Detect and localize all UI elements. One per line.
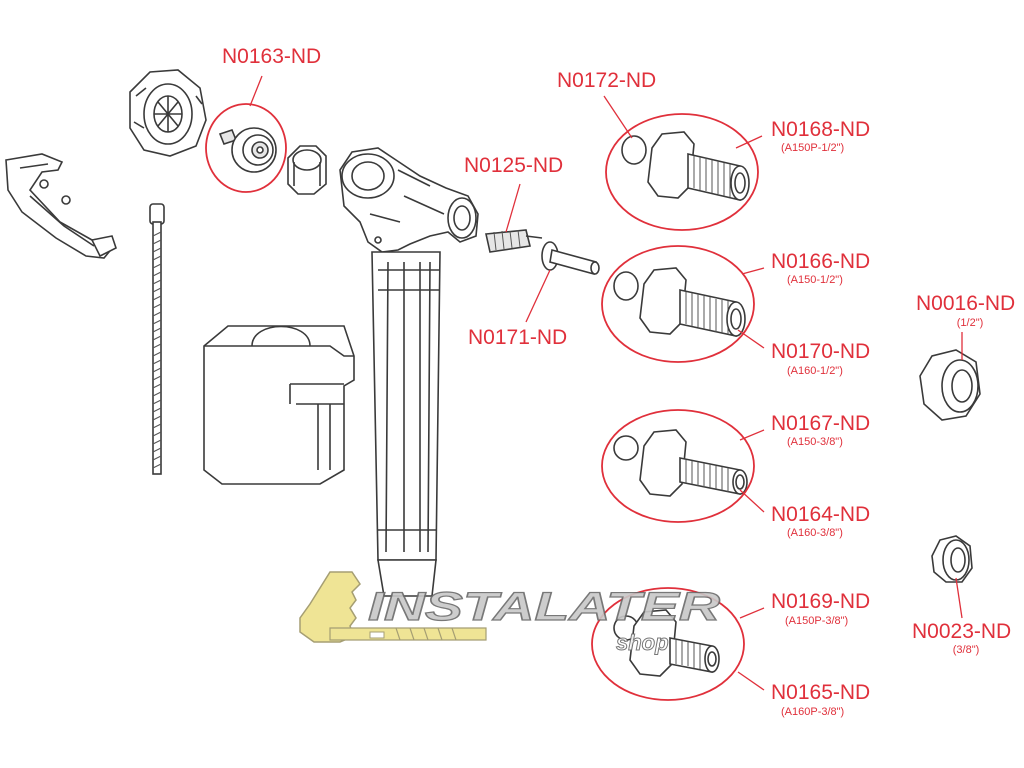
label-n0167: N0167-ND <box>771 412 871 435</box>
sublabel-n0023: (3/8") <box>952 644 980 656</box>
leader-n0168 <box>735 135 763 149</box>
leader-n0172 <box>603 95 633 139</box>
top-cap <box>129 69 207 157</box>
sublabel-n0164: (A160-3/8") <box>787 527 843 539</box>
label-n0168: N0168-ND <box>771 118 871 141</box>
leader-n0170 <box>737 329 765 349</box>
label-n0165: N0165-ND <box>771 681 871 704</box>
fitting-n0166 <box>613 267 746 337</box>
locking-nut <box>287 145 327 195</box>
watermark-brand: INSTALATER <box>368 585 720 629</box>
leader-n0164 <box>739 489 765 513</box>
leader-n0171 <box>525 269 551 323</box>
leader-n0023 <box>955 577 963 619</box>
sublabel-n0016: (1/2") <box>956 317 984 329</box>
riser-tube <box>371 251 441 597</box>
label-n0125: N0125-ND <box>464 154 564 177</box>
callout-n0163 <box>205 103 287 193</box>
fitting-n0167 <box>613 429 748 497</box>
leader-n0167 <box>739 429 765 441</box>
float-box <box>203 325 355 485</box>
callout-n0169 <box>591 587 745 701</box>
sublabel-n0167: (A150-3/8") <box>787 436 843 448</box>
leader-n0169 <box>739 607 765 619</box>
callout-n0168 <box>605 113 759 231</box>
pin-part <box>541 241 600 276</box>
label-n0023: N0023-ND <box>912 620 1012 643</box>
fitting-n0169 <box>613 609 720 677</box>
sublabel-n0166: (A150-1/2") <box>787 274 843 286</box>
float-arm <box>5 153 117 259</box>
nut-n0023 <box>931 535 973 583</box>
label-n0171: N0171-ND <box>468 326 568 349</box>
label-n0170: N0170-ND <box>771 340 871 363</box>
label-n0016: N0016-ND <box>916 292 1016 315</box>
watermark-logo: INSTALATER shop <box>299 571 721 656</box>
sublabel-n0169: (A150P-3/8") <box>785 615 849 627</box>
sublabel-n0170: (A160-1/2") <box>787 365 843 377</box>
leader-n0165 <box>737 671 765 691</box>
callout-n0166 <box>601 245 755 363</box>
nut-n0016 <box>919 349 981 421</box>
watermark-tagline: shop <box>616 630 669 655</box>
label-n0163: N0163-ND <box>222 45 322 68</box>
leader-n0163 <box>249 75 263 107</box>
threaded-rod <box>149 203 165 475</box>
sublabel-n0165: (A160P-3/8") <box>781 706 845 718</box>
callout-n0167 <box>601 409 755 523</box>
valve-body <box>339 147 479 253</box>
fitting-n0168 <box>621 131 750 202</box>
label-n0172: N0172-ND <box>557 69 657 92</box>
filter-part <box>485 229 543 253</box>
diaphragm-assembly <box>218 127 277 173</box>
label-n0166: N0166-ND <box>771 250 871 273</box>
label-n0169: N0169-ND <box>771 590 871 613</box>
leader-n0166 <box>741 267 765 275</box>
label-n0164: N0164-ND <box>771 503 871 526</box>
leader-n0125 <box>505 183 521 233</box>
sublabel-n0168: (A150P-1/2") <box>781 142 845 154</box>
